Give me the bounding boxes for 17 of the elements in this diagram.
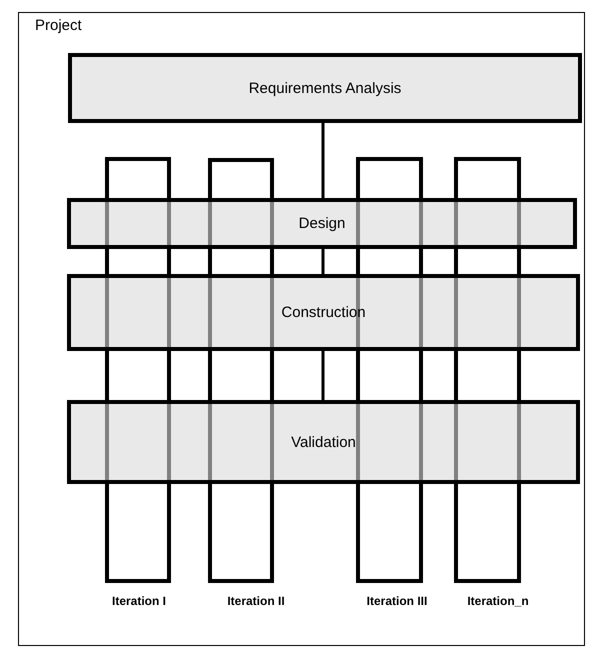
phase-band — [67, 274, 580, 351]
connector-line — [322, 123, 324, 198]
project-frame — [18, 12, 585, 646]
connector-line — [322, 249, 324, 274]
frame-title: Project — [35, 17, 82, 34]
phase-band — [67, 198, 577, 249]
phase-band — [68, 53, 582, 123]
connector-line — [322, 351, 324, 400]
iteration-label: Iteration III — [366, 594, 428, 608]
phase-label: Construction — [281, 304, 366, 321]
phase-label: Validation — [291, 434, 356, 450]
phase-label: Requirements Analysis — [248, 80, 402, 96]
iteration-label: Iteration II — [227, 594, 285, 608]
phase-label: Design — [298, 215, 346, 232]
iteration-label: Iteration I — [112, 594, 166, 608]
phase-band — [67, 400, 580, 484]
iteration-label: Iteration_n — [467, 594, 529, 608]
